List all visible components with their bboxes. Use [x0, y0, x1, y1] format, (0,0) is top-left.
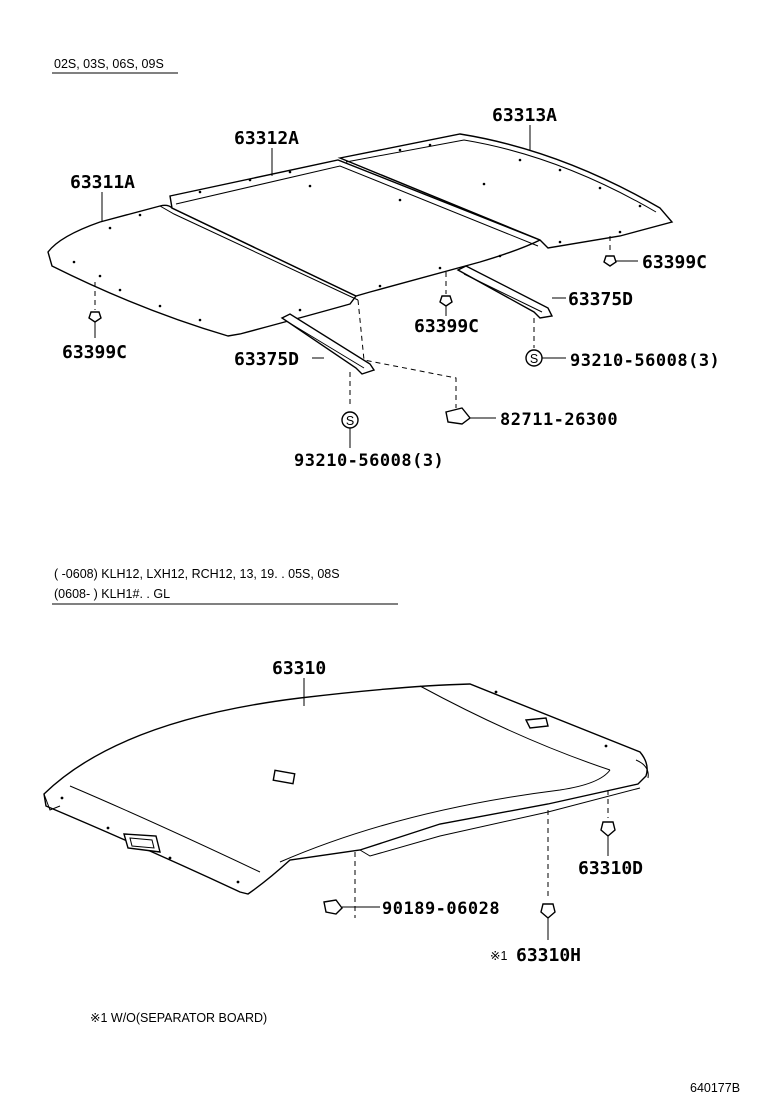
- clip-63310h: [540, 810, 556, 940]
- panel-63311a: [47, 204, 359, 337]
- retainer-90189: [323, 852, 380, 918]
- clip-82711: [357, 299, 496, 425]
- panel-63312a: [169, 159, 542, 297]
- rail-right: [456, 265, 554, 319]
- applicability-line-2: (0608- ) KLH1#. . GL: [54, 587, 170, 601]
- svg-text:S: S: [530, 352, 538, 366]
- clip-right: [603, 236, 638, 267]
- screw-right: S: [525, 318, 566, 367]
- clip-left: [88, 282, 102, 338]
- label-screw-left: 93210-56008(3): [294, 451, 444, 471]
- panel-63313a: [337, 133, 674, 249]
- label-63310h-mark: ※1: [490, 949, 507, 963]
- screw-left: S: [341, 372, 359, 448]
- label-63313a: 63313A: [492, 105, 557, 126]
- label-63312a: 63312A: [234, 128, 299, 149]
- label-63310: 63310: [272, 658, 326, 679]
- top-model-codes: 02S, 03S, 06S, 09S: [54, 57, 164, 71]
- clip-center: [439, 272, 453, 316]
- clip-63310d: [600, 790, 616, 856]
- footnote: ※1 W/O(SEPARATOR BOARD): [90, 1011, 267, 1025]
- label-rail-right: 63375D: [568, 289, 633, 310]
- label-clip-center: 63399C: [414, 316, 479, 337]
- headliner-63310: [43, 683, 649, 895]
- rail-left: [280, 313, 376, 375]
- label-rail-left: 63375D: [234, 349, 299, 370]
- label-clip-right: 63399C: [642, 252, 707, 273]
- label-clip-82711: 82711-26300: [500, 410, 618, 430]
- applicability-line-1: ( -0608) KLH12, LXH12, RCH12, 13, 19. . …: [54, 567, 340, 581]
- label-clip-left: 63399C: [62, 342, 127, 363]
- label-63310h: 63310H: [516, 945, 581, 966]
- label-screw-right: 93210-56008(3): [570, 351, 720, 371]
- label-90189: 90189-06028: [382, 899, 500, 919]
- diagram-id: 640177B: [690, 1081, 740, 1095]
- svg-text:S: S: [346, 414, 354, 428]
- label-63311a: 63311A: [70, 172, 135, 193]
- label-63310d: 63310D: [578, 858, 643, 879]
